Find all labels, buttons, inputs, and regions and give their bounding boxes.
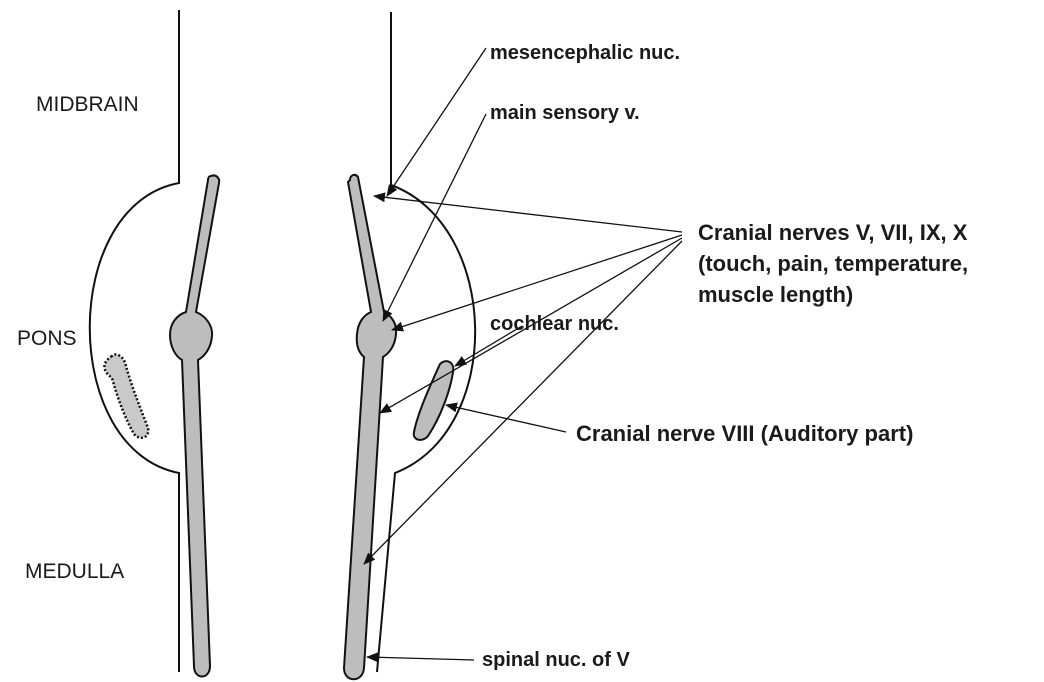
auditory-label: Cranial nerve VIII (Auditory part) — [576, 421, 913, 446]
cranial-pointer-4 — [364, 241, 682, 564]
cranial-nerves-label-line3: muscle length) — [698, 282, 853, 307]
right-sensory-column — [344, 175, 396, 679]
pointer-lines — [364, 48, 682, 660]
pons-label: PONS — [17, 327, 77, 350]
mesencephalic-label: mesencephalic nuc. — [490, 42, 680, 64]
spinal-pointer — [367, 657, 474, 660]
cranial-nerves-label-line2: (touch, pain, temperature, — [698, 251, 968, 276]
left-cochlear-nucleus — [104, 354, 148, 437]
auditory-pointer — [446, 405, 566, 432]
midbrain-label: MIDBRAIN — [36, 93, 139, 116]
cranial-nerves-label-line1: Cranial nerves V, VII, IX, X — [698, 220, 968, 245]
left-sensory-column — [170, 175, 219, 676]
medulla-label: MEDULLA — [25, 560, 124, 583]
spinal-label: spinal nuc. of V — [482, 649, 630, 671]
mesencephalic-pointer — [387, 48, 486, 196]
cochlear-label: cochlear nuc. — [490, 313, 619, 335]
cranial-pointer-1 — [374, 196, 682, 232]
right-brainstem — [344, 12, 475, 679]
main-sensory-label: main sensory v. — [490, 102, 640, 124]
right-cochlear-nucleus — [414, 361, 454, 440]
